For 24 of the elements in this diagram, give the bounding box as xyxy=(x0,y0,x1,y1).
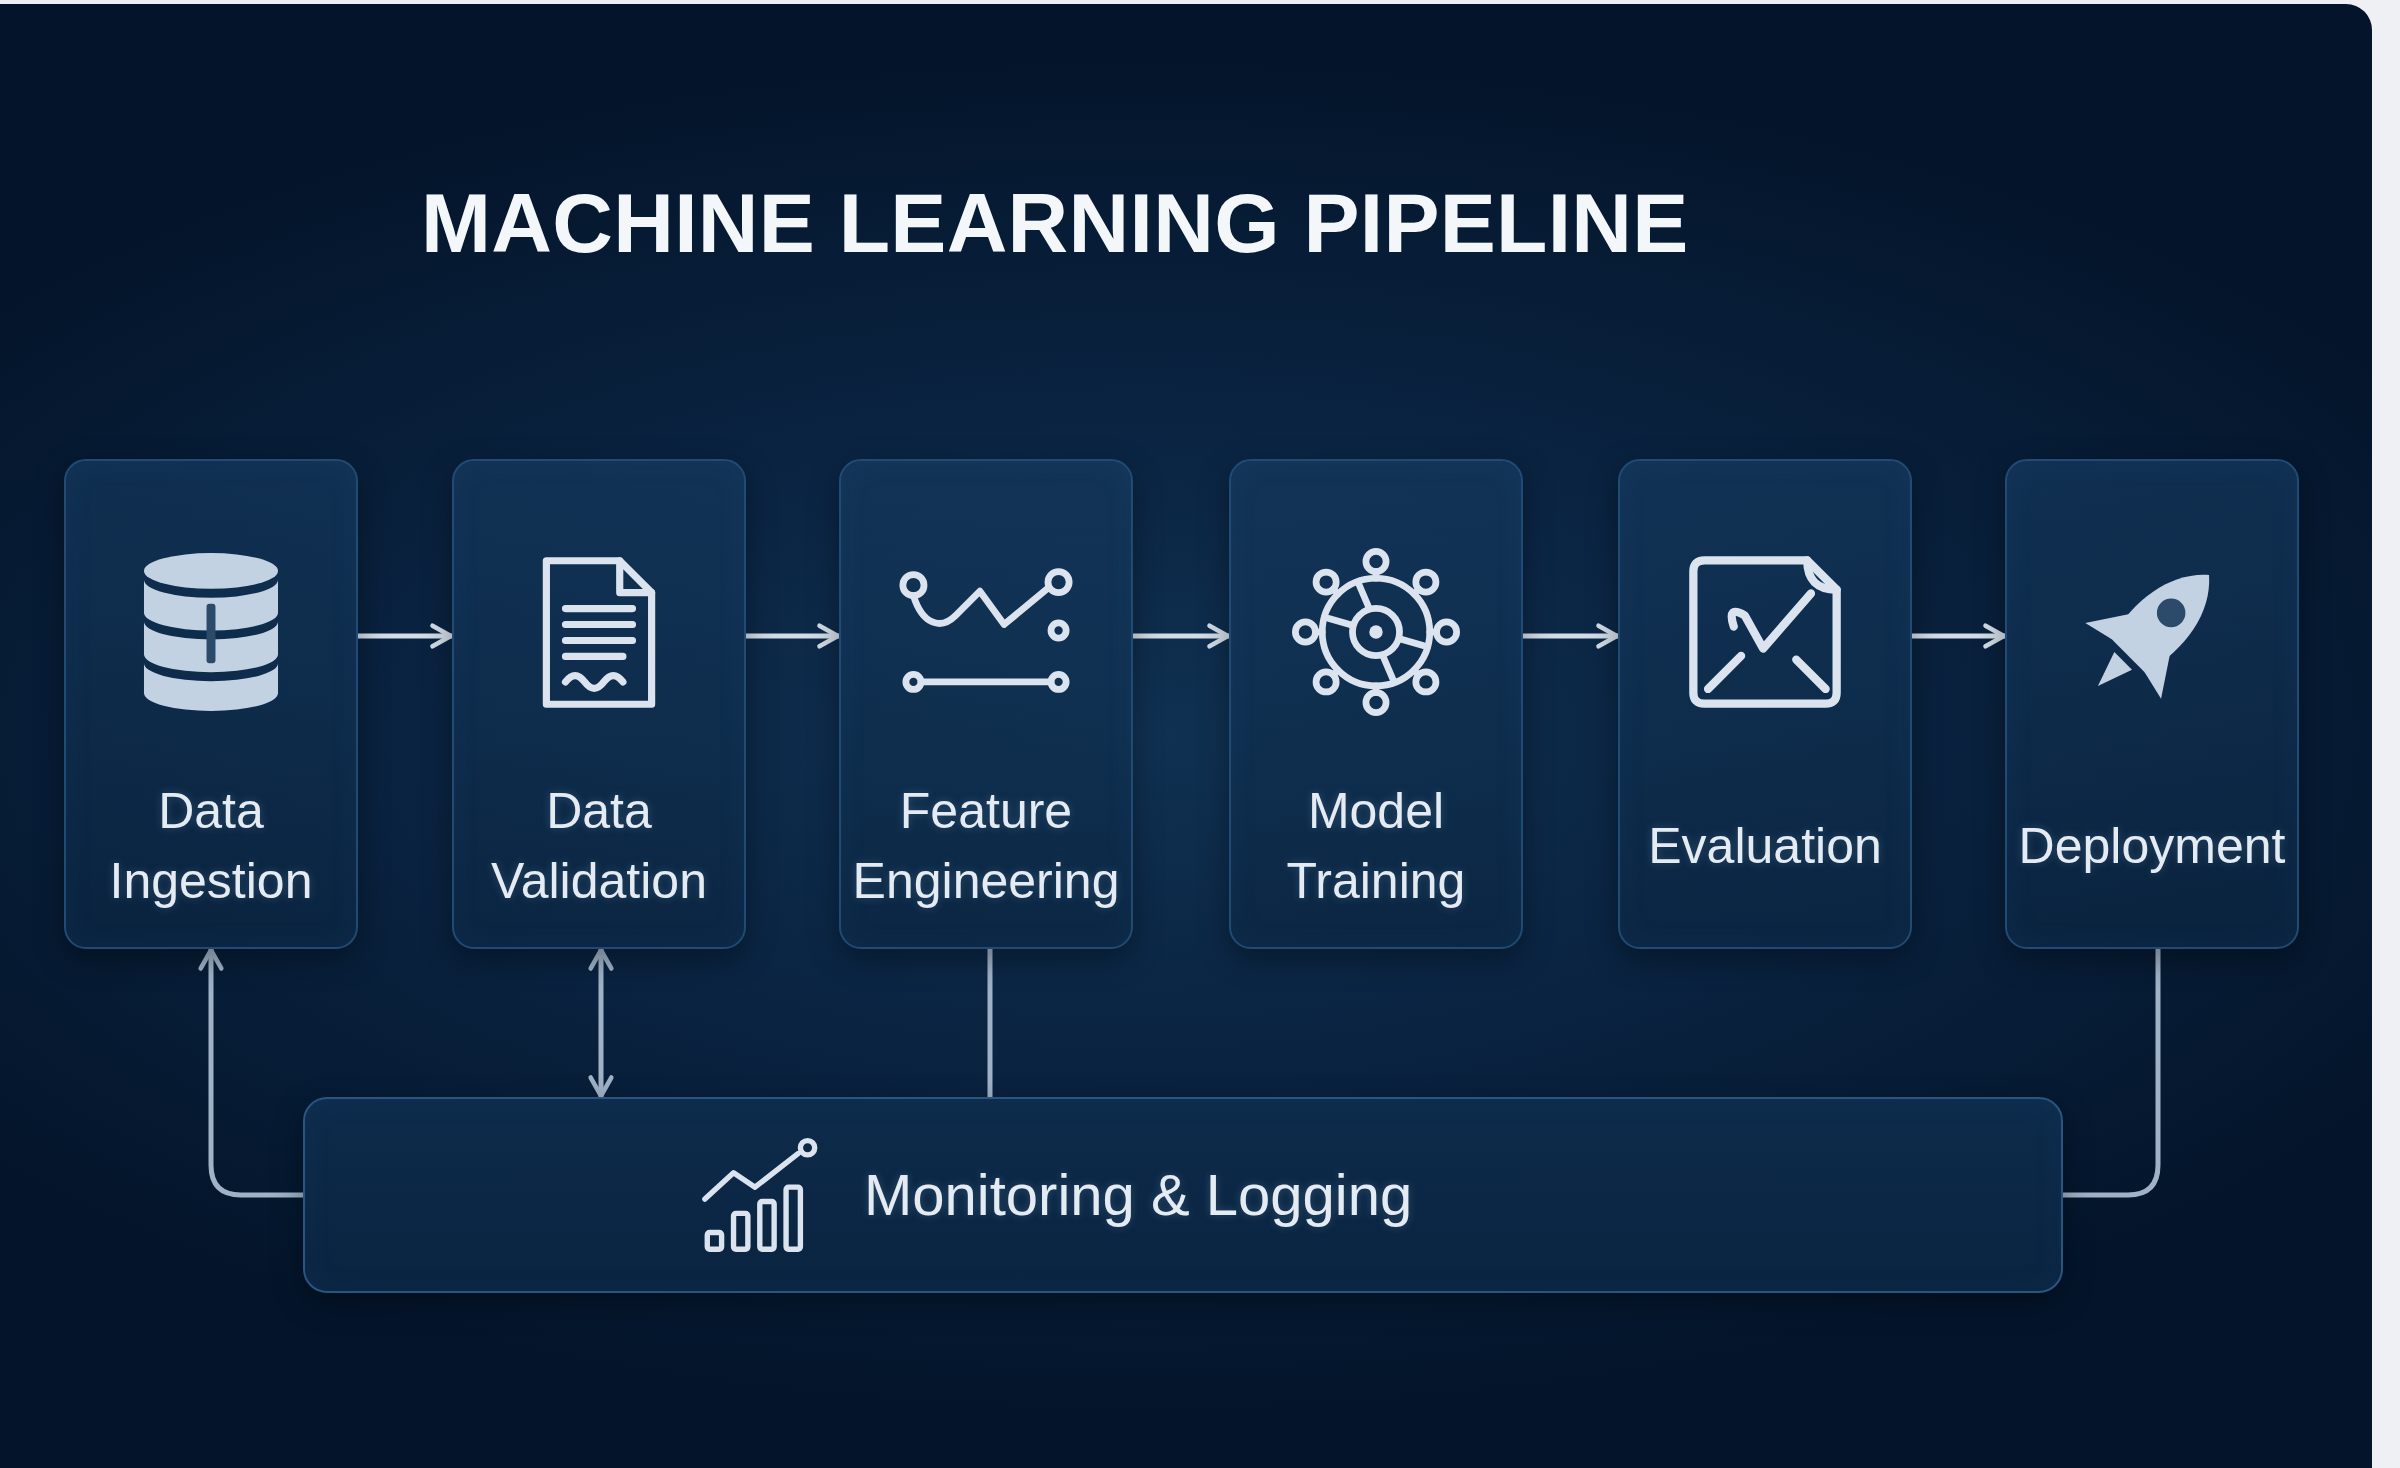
diagram-title: MACHINE LEARNING PIPELINE xyxy=(421,181,1689,265)
connector-line xyxy=(2063,949,2161,1198)
process-box xyxy=(2005,459,2299,949)
box-label: Model Training xyxy=(1285,782,1467,911)
box-label: Deployment xyxy=(2018,817,2286,876)
arrow xyxy=(198,947,303,1198)
box-label: Feature Engineering xyxy=(851,782,1121,911)
wide-process-box xyxy=(303,1097,2063,1293)
process-box xyxy=(1618,459,1912,949)
process-box xyxy=(1229,459,1523,949)
arrow xyxy=(1523,623,1620,649)
process-box xyxy=(64,459,358,949)
arrow xyxy=(1133,623,1231,649)
arrow xyxy=(1912,623,2007,649)
connector-line xyxy=(987,949,993,1097)
arrow xyxy=(358,623,454,649)
box-label: Data Ingestion xyxy=(108,782,314,911)
process-box xyxy=(452,459,746,949)
process-box xyxy=(839,459,1133,949)
arrow xyxy=(746,623,841,649)
arrow xyxy=(588,947,614,1099)
box-label: Monitoring & Logging xyxy=(864,1161,1413,1230)
box-label: Evaluation xyxy=(1648,817,1882,876)
box-label: Data Validation xyxy=(490,782,708,911)
